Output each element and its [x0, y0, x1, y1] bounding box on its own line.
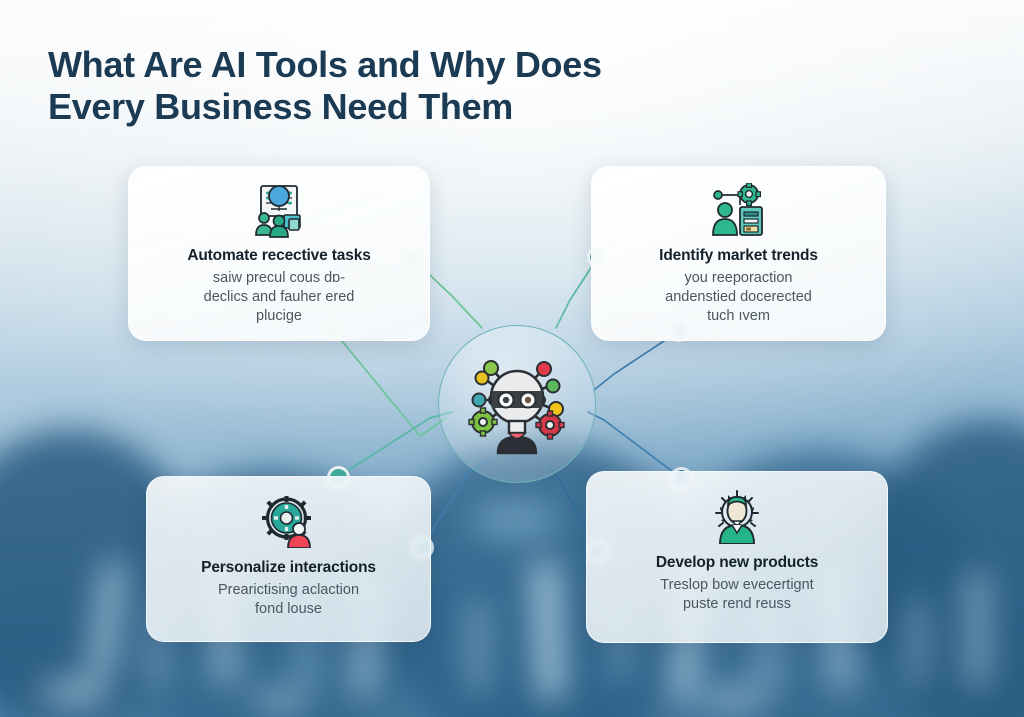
person-idea-icon [708, 488, 766, 546]
card-desc-line: Prearictising aclaction [217, 582, 360, 598]
link-bottom-left-upper [337, 411, 453, 478]
card-title: Develop new products [655, 554, 819, 571]
link-top-right [555, 256, 599, 329]
link-bottom-right-upper [587, 411, 682, 479]
card-develop-new-products[interactable]: Develop new products Treslop bow evecert… [586, 471, 888, 643]
card-desc-line: andenstied docerected [665, 289, 812, 306]
card-desc-line: saiw precul cous dɒ- [212, 270, 346, 286]
page-title-line-1: What Are AI Tools and Why Does [48, 44, 602, 85]
ai-hub-circle[interactable] [438, 325, 596, 483]
person-gear-server-icon [710, 183, 768, 239]
card-desc-line: fond louse [255, 601, 322, 618]
card-title: Identify market trends [659, 247, 818, 264]
card-identify-market-trends[interactable]: Identify market trends you reeporaction … [591, 166, 886, 341]
card-desc-line: Treslop bow evecertignt [660, 577, 814, 593]
card-description: Treslop bow evecertignt puste rend reuss [660, 576, 813, 614]
card-desc-line: plucige [256, 308, 302, 325]
card-automate-repetitive-tasks[interactable]: Automate recective tasks saiw precul cou… [128, 166, 430, 341]
card-description: saiw precul cous dɒ- declics and fauher … [204, 269, 355, 326]
gear-person-icon [260, 493, 318, 551]
card-title: Automate recective tasks [187, 247, 371, 264]
card-desc-line: tuch ıvem [707, 308, 770, 325]
card-desc-line: puste rend reuss [682, 596, 791, 613]
card-desc-line: you reeporaction [684, 270, 793, 286]
card-desc-line: declics and fauher ered [203, 289, 355, 306]
link-left-mid [332, 329, 447, 437]
link-right-mid [593, 330, 680, 391]
card-personalize-interactions[interactable]: Personalize interactions Prearictising a… [146, 476, 431, 642]
ai-robot-icon [468, 360, 565, 455]
page-title-line-2: Every Business Need Them [48, 86, 514, 128]
card-description: you reeporaction andenstied docerected t… [665, 269, 812, 326]
page-title: What Are AI Tools and Why Does Every Bus… [48, 44, 668, 129]
card-title: Personalize interactions [201, 559, 376, 576]
team-screen-analytics-icon [248, 183, 310, 239]
card-description: Prearictising aclaction fond louse [218, 581, 359, 619]
